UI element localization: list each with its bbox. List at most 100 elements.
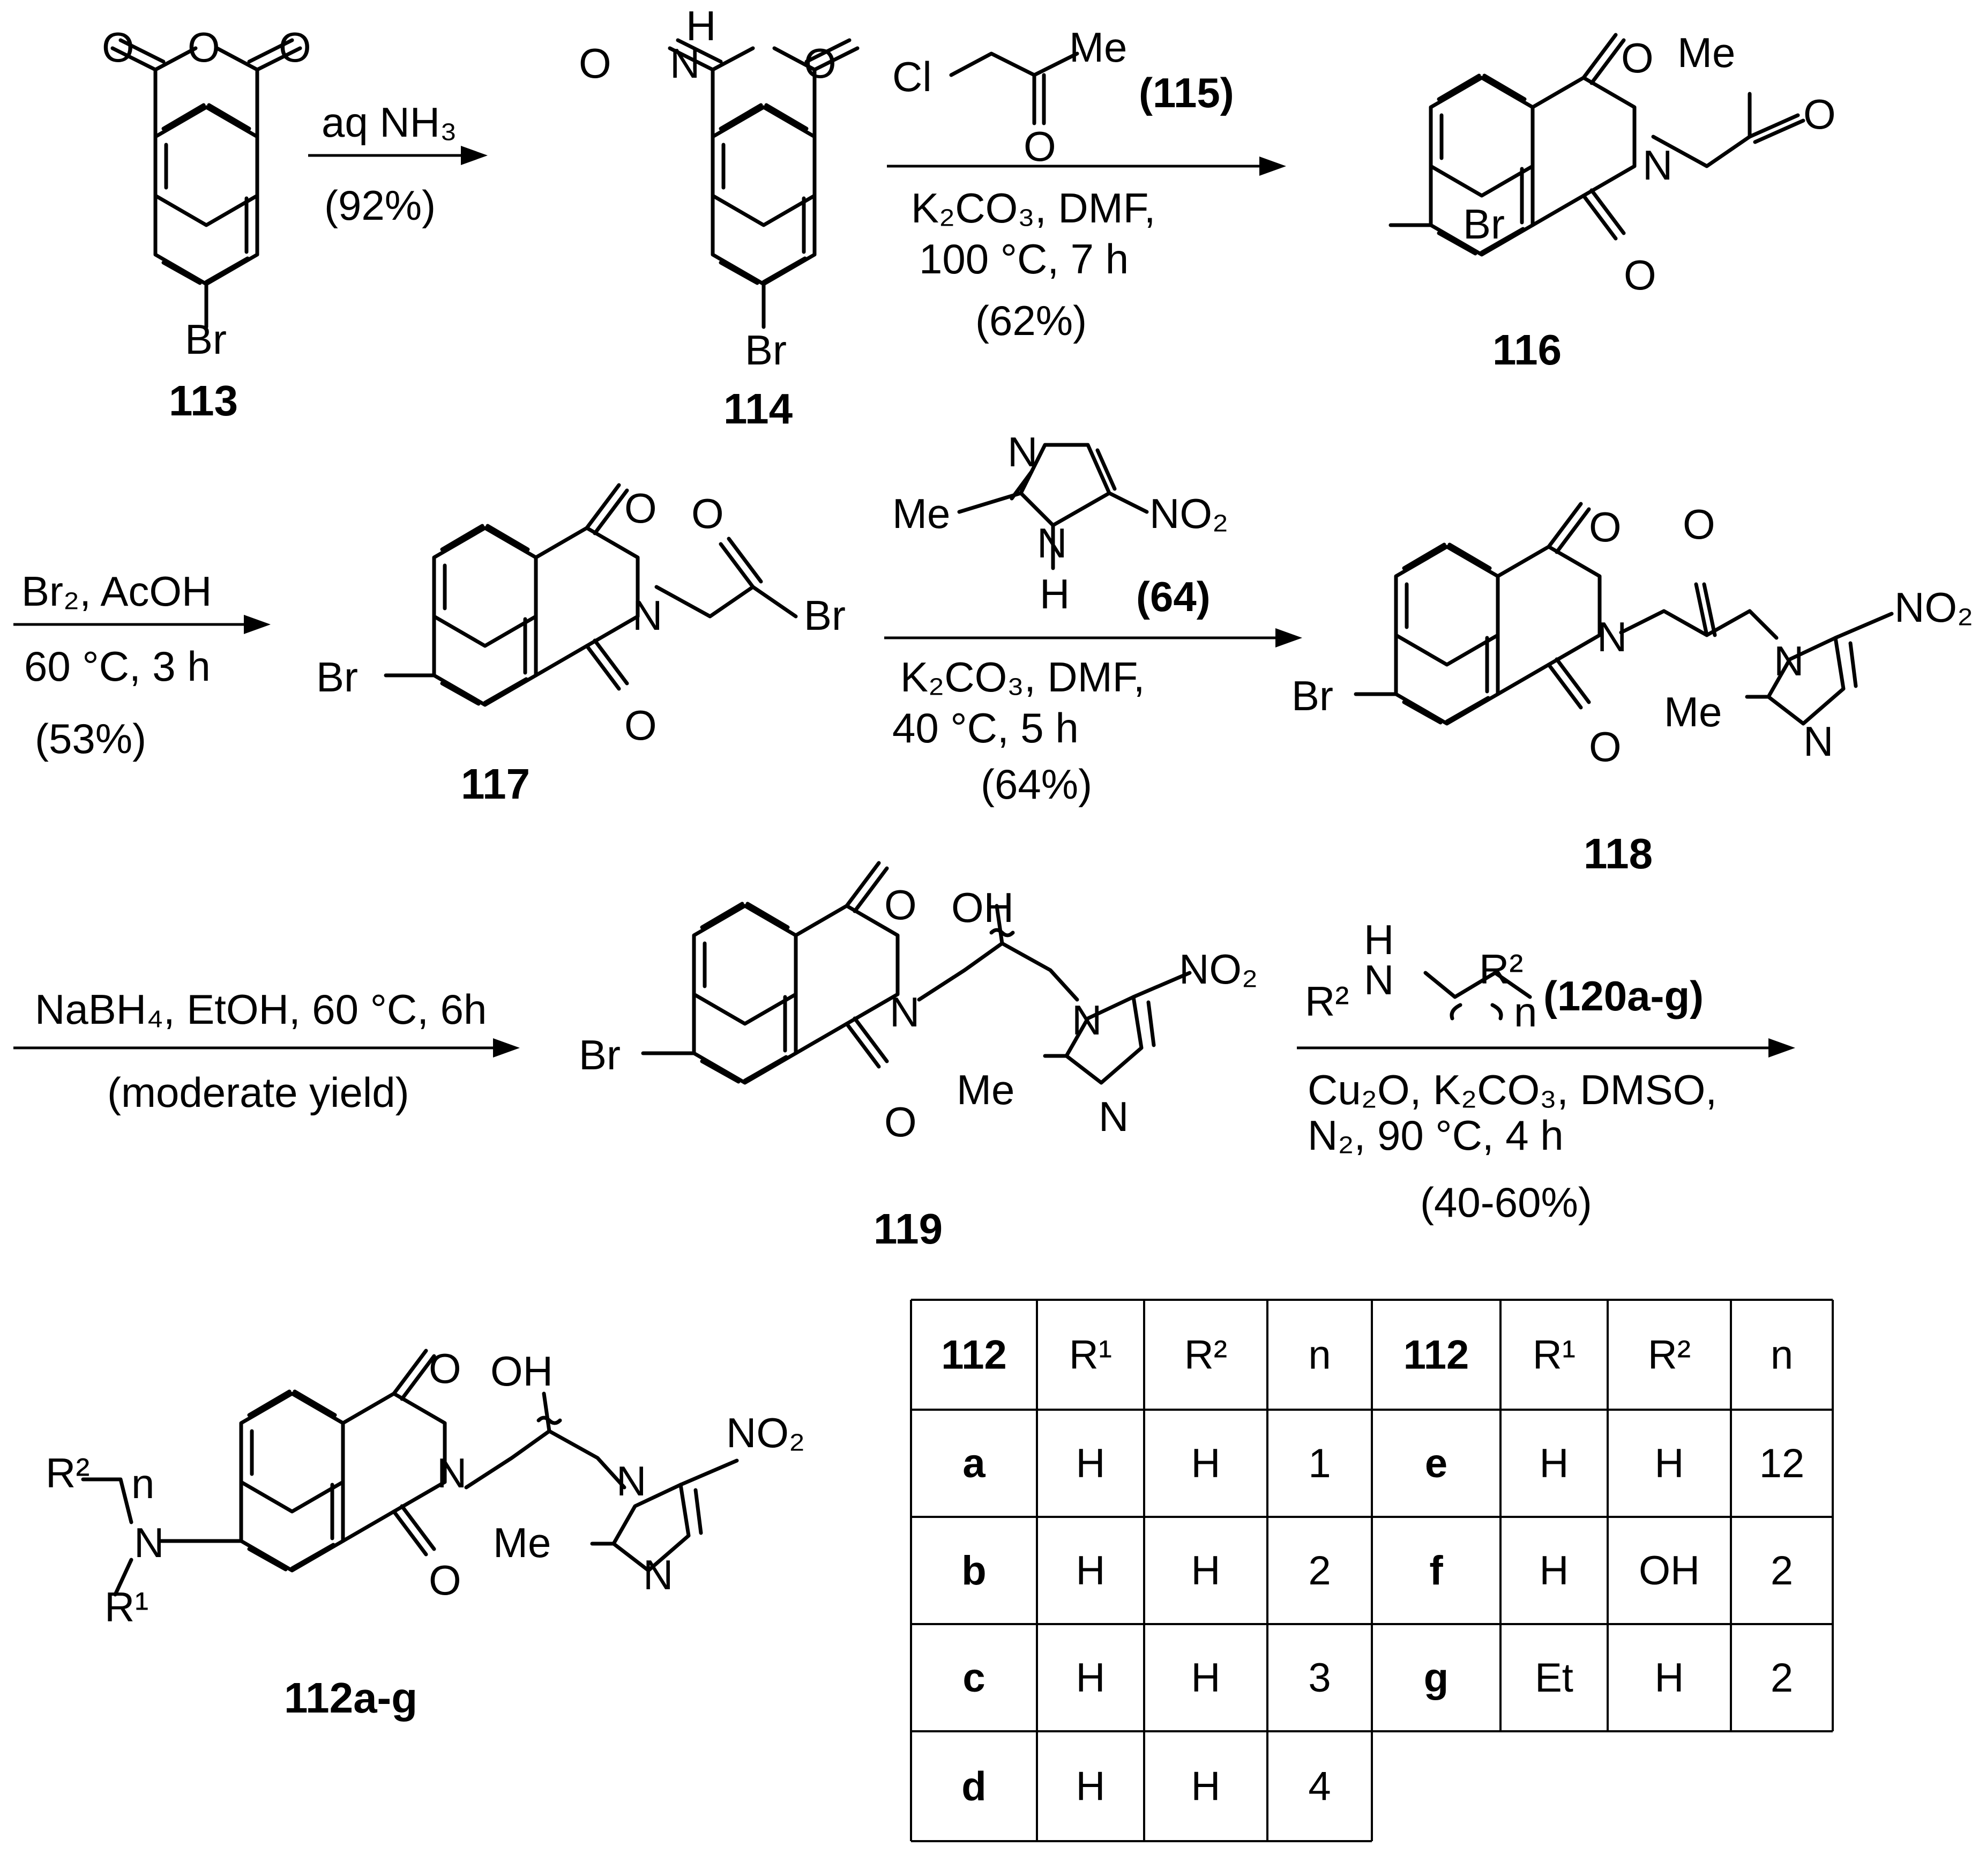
table-header-cell: n [1771,1332,1793,1378]
step2-yield: (62%) [975,297,1087,344]
atom-N: N [1007,428,1037,475]
atom-Br: Br [745,326,787,374]
atom-OH: OH [951,884,1014,931]
compound-label-116: 116 [1492,326,1562,374]
atom-H: H [1040,570,1070,617]
atom-Br: Br [579,1031,621,1078]
atom-Me: Me [1664,688,1722,735]
step4-conditions-1: K₂CO₃, DMF, [900,653,1145,701]
table-cell: H [1191,1441,1221,1486]
compound-label-117: 117 [461,760,530,808]
table-header-cell: R¹ [1533,1332,1576,1378]
reagent-120-structure [1423,971,1532,1021]
table-cell: f [1429,1548,1443,1594]
step3-yield: (53%) [35,715,146,762]
atom-N: N [643,1551,673,1598]
atom-O: O [691,490,724,537]
atom-R2: R² [1305,978,1349,1025]
step3-conditions: 60 °C, 3 h [24,643,211,690]
table-cell: 4 [1308,1764,1331,1810]
atom-O: O [1589,723,1622,770]
step4-reagent-ref: (64) [1136,573,1211,620]
table-header-cell: 112 [1403,1332,1469,1378]
table-cell: H [1076,1655,1106,1701]
reagent-64-structure [957,443,1149,570]
atom-O: O [429,1345,461,1392]
atom-Br: Br [316,653,358,701]
arrowhead [493,1038,520,1058]
arrowhead [244,615,271,634]
atom-Me: Me [1069,24,1127,71]
atom-O: O [188,24,220,71]
table-cell: H [1076,1441,1106,1486]
compound-label-113: 113 [169,377,238,425]
compound-116-structure [1388,35,1805,255]
compound-label-118: 118 [1584,830,1653,877]
atom-N: N [437,1449,467,1497]
table-cell: H [1191,1764,1221,1810]
step6-conditions-1: Cu₂O, K₂CO₃, DMSO, [1308,1066,1717,1113]
step6-yield: (40-60%) [1420,1179,1592,1226]
table-cell: OH [1639,1548,1700,1594]
step5-yield: (moderate yield) [107,1069,409,1116]
table-cell: H [1076,1548,1106,1594]
table-cell: H [1076,1764,1106,1810]
atom-Me: Me [957,1066,1014,1113]
atom-Cl: Cl [892,53,932,100]
table-header-cell: 112 [941,1332,1007,1378]
atom-O: O [1803,91,1836,138]
table-cell: a [962,1441,985,1486]
atom-N: N [1803,718,1833,765]
compound-label-114: 114 [723,385,793,433]
compound-label-112: 112a-g [284,1674,417,1722]
atom-R2: R² [46,1449,89,1497]
step5-reagent: NaBH₄, EtOH, 60 °C, 6h [35,986,487,1033]
atom-R2: R² [1479,946,1523,993]
step6-conditions-2: N₂, 90 °C, 4 h [1308,1112,1564,1159]
atom-R1: R¹ [104,1583,148,1631]
compound-113-structure [110,38,302,329]
table-cell: H [1540,1548,1569,1594]
atom-O: O [1621,34,1654,81]
atom-Me: Me [493,1519,551,1566]
reagent-115-structure [949,51,1079,125]
table-cell: H [1540,1441,1569,1486]
atom-N: N [1642,142,1673,189]
atom-N: N [134,1519,164,1566]
atom-O: O [1683,501,1715,548]
atom-N: N [1597,613,1627,660]
table-cell: 2 [1771,1548,1793,1594]
atom-O: O [1024,123,1056,170]
atom-NO2: NO₂ [1149,490,1228,537]
table-cell: H [1655,1441,1684,1486]
step2-conditions-1: K₂CO₃, DMF, [911,184,1155,232]
table-cell: 2 [1308,1548,1331,1594]
compound-112-structure [81,1351,739,1597]
table-cell: d [961,1764,986,1810]
atom-O: O [429,1557,461,1604]
arrowhead [1768,1038,1795,1058]
atom-NO2: NO₂ [1179,946,1258,993]
compound-label-119: 119 [873,1205,943,1253]
atom-N: N [632,592,662,639]
atom-N: N [1037,519,1067,567]
table-header-cell: R² [1648,1332,1691,1378]
atom-O: O [804,40,837,87]
table-header-cell: R¹ [1069,1332,1112,1378]
atom-OH: OH [490,1348,553,1395]
table-header-cell: n [1308,1332,1331,1378]
table-cell: 12 [1759,1441,1805,1486]
step2-reagent-ref: (115) [1139,69,1234,116]
compound-117-structure [384,485,798,705]
compound-114-structure [668,38,860,329]
atom-O: O [884,881,917,928]
step4-yield: (64%) [981,761,1092,808]
table-cell: Et [1535,1655,1573,1701]
atom-N: N [1774,637,1804,684]
compound-119-structure [641,863,1192,1085]
atom-Br: Br [1463,200,1505,248]
atom-O: O [579,40,611,87]
step1-yield: (92%) [324,182,436,229]
atom-O: O [1624,251,1656,299]
